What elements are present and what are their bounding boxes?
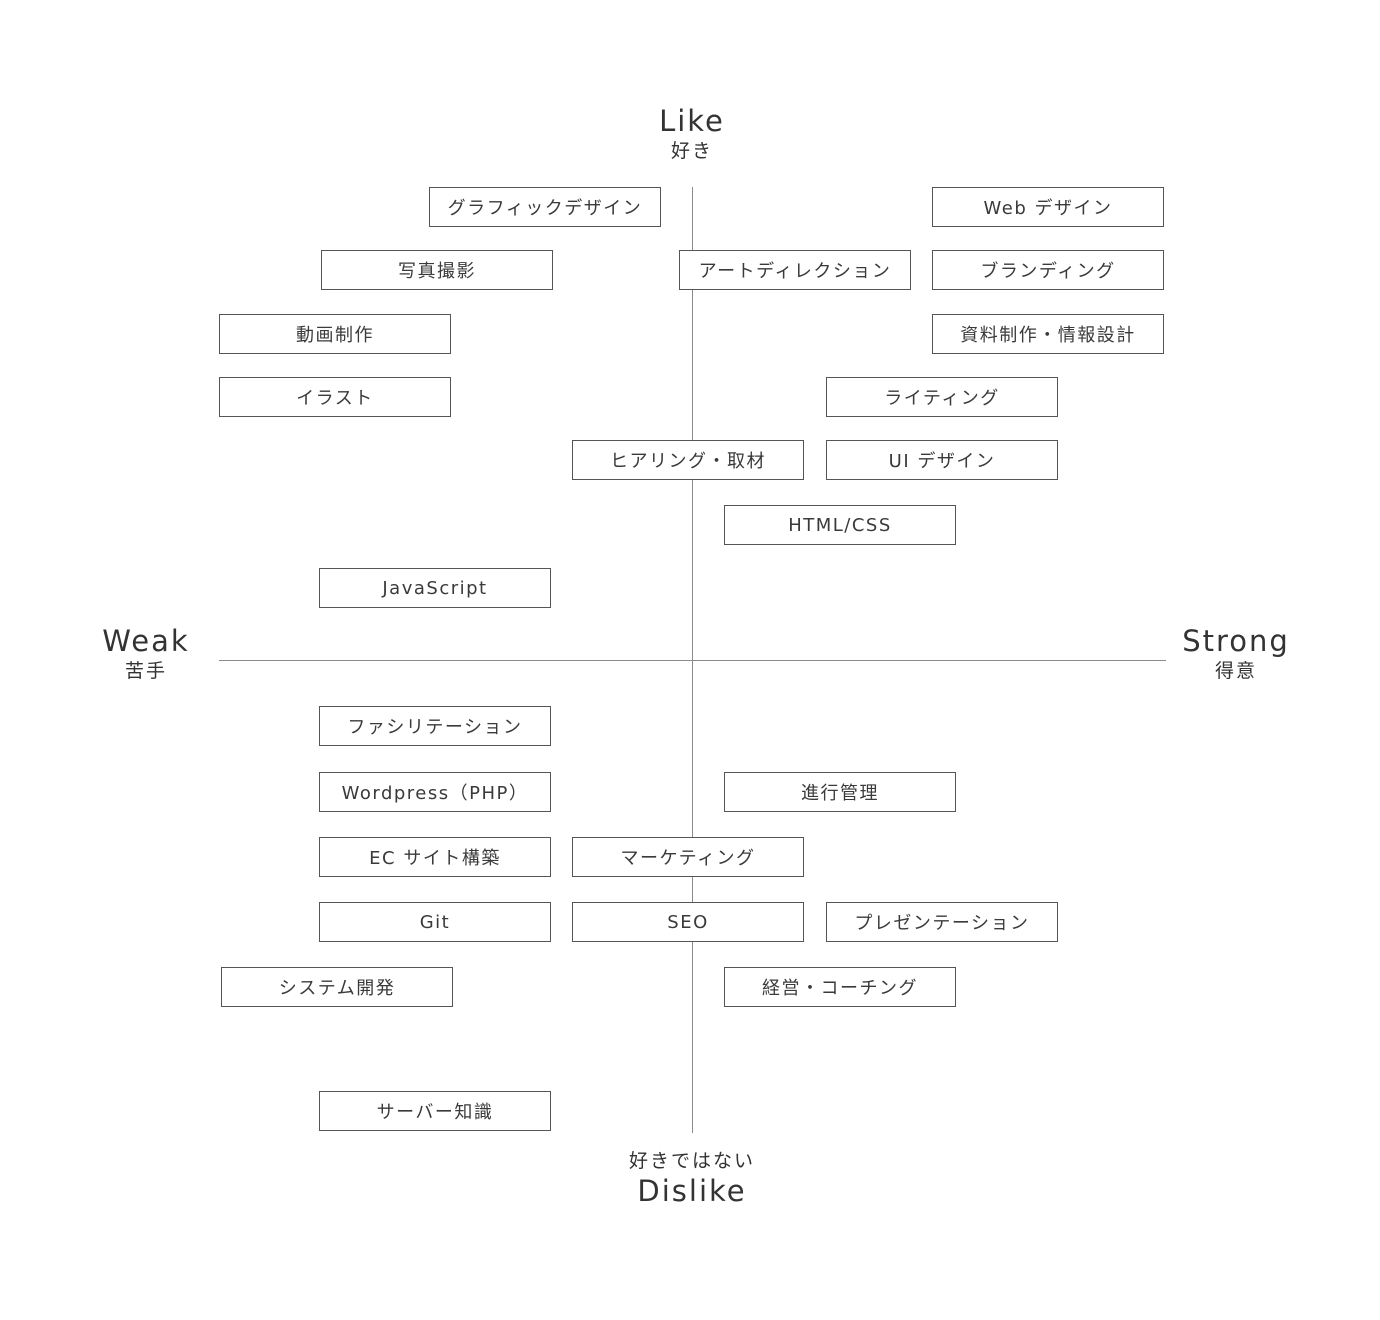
skill-presentation: プレゼンテーション bbox=[826, 902, 1058, 942]
axis-label-like: Like 好き bbox=[642, 104, 742, 164]
skill-project-management: 進行管理 bbox=[724, 772, 956, 812]
axis-label-weak: Weak 苦手 bbox=[86, 624, 206, 684]
skill-system-development: システム開発 bbox=[221, 967, 453, 1007]
skill-document-design: 資料制作・情報設計 bbox=[932, 314, 1164, 354]
skill-photography: 写真撮影 bbox=[321, 250, 553, 290]
skill-illustration: イラスト bbox=[219, 377, 451, 417]
axis-label-dislike: 好きではない Dislike bbox=[592, 1148, 792, 1208]
skill-ec-site: EC サイト構築 bbox=[319, 837, 551, 877]
skill-facilitation: ファシリテーション bbox=[319, 706, 551, 746]
skill-git: Git bbox=[319, 902, 551, 942]
weak-label-en: Weak bbox=[102, 624, 190, 658]
skill-video-production: 動画制作 bbox=[219, 314, 451, 354]
skill-web-design: Web デザイン bbox=[932, 187, 1164, 227]
skill-writing: ライティング bbox=[826, 377, 1058, 417]
skill-marketing: マーケティング bbox=[572, 837, 804, 877]
skill-branding: ブランディング bbox=[932, 250, 1164, 290]
axis-label-strong: Strong 得意 bbox=[1166, 624, 1306, 684]
horizontal-axis-line bbox=[219, 660, 1166, 661]
weak-label-ja: 苦手 bbox=[124, 660, 167, 682]
skill-hearing-interview: ヒアリング・取材 bbox=[572, 440, 804, 480]
like-label-en: Like bbox=[659, 104, 725, 138]
skill-wordpress: Wordpress（PHP） bbox=[319, 772, 551, 812]
dislike-label-ja: 好きではない bbox=[628, 1150, 755, 1172]
strong-label-ja: 得意 bbox=[1214, 660, 1257, 682]
skill-javascript: JavaScript bbox=[319, 568, 551, 608]
skill-graphic-design: グラフィックデザイン bbox=[429, 187, 661, 227]
skill-html-css: HTML/CSS bbox=[724, 505, 956, 545]
skill-ui-design: UI デザイン bbox=[826, 440, 1058, 480]
strong-label-en: Strong bbox=[1182, 624, 1290, 658]
like-label-ja: 好き bbox=[670, 140, 713, 162]
skill-seo: SEO bbox=[572, 902, 804, 942]
skill-management-coaching: 経営・コーチング bbox=[724, 967, 956, 1007]
dislike-label-en: Dislike bbox=[637, 1174, 747, 1208]
skill-server-knowledge: サーバー知識 bbox=[319, 1091, 551, 1131]
skill-art-direction: アートディレクション bbox=[679, 250, 911, 290]
